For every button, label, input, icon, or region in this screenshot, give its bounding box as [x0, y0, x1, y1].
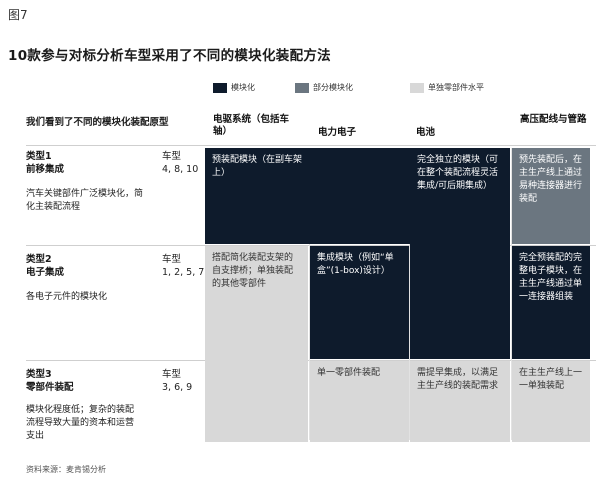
chart-title: 10款参与对标分析车型采用了不同的模块化装配方法 — [8, 48, 331, 64]
source-note: 资料来源：麦肯锡分析 — [26, 465, 106, 474]
figure-label: 图7 — [8, 8, 28, 22]
row-divider — [26, 360, 596, 361]
cell-text: 预装配模块（在副车架上） — [212, 155, 303, 178]
cell-hv-single: 在主生产线上一一单独装配 — [512, 361, 590, 442]
column-header-drive: 电驱系统（包括车轴） — [213, 114, 290, 137]
row-type-3: 类型3 零部件装配 — [26, 368, 74, 394]
models-label: 车型 — [162, 254, 182, 265]
row-models-3: 车型 3, 6, 9 — [162, 368, 192, 394]
models-value: 1, 2, 5, 7 — [162, 267, 205, 278]
column-header-high-voltage: 高压配线与管路 — [520, 114, 587, 125]
row-type-label: 类型2 — [26, 254, 52, 265]
row-models-2: 车型 1, 2, 5, 7 — [162, 253, 204, 279]
models-value: 3, 6, 9 — [162, 382, 193, 393]
cell-drive-simplified: 搭配简化装配支架的自支撑桥；单独装配的其他零部件 — [205, 246, 308, 442]
column-divider — [309, 148, 310, 440]
models-label: 车型 — [162, 151, 182, 162]
legend-item-partially-modular: 部分模块化 — [295, 82, 353, 93]
column-divider — [511, 148, 512, 440]
legend-swatch-modular — [213, 82, 227, 93]
legend-swatch-single-part — [410, 82, 424, 93]
cell-battery-independent: 完全独立的模块（可在整个装配流程灵活集成/可后期集成） — [410, 148, 510, 359]
models-label: 车型 — [162, 369, 182, 380]
row-type-name: 电子集成 — [26, 267, 65, 278]
cell-power-single: 单一零部件装配 — [310, 361, 409, 442]
row-type-1: 类型1 前移集成 — [26, 150, 64, 176]
row-header: 我们看到了不同的模块化装配原型 — [26, 117, 169, 128]
row-description-2: 各电子元件的模块化 — [26, 292, 108, 302]
row-description-3: 模块化程度低；复杂的装配流程导致大量的资本和运营支出 — [26, 405, 135, 441]
column-header-power-electronics: 电力电子 — [318, 127, 357, 138]
row-description-1: 汽车关键部件广泛模块化，简化主装配流程 — [26, 189, 144, 212]
row-type-label: 类型1 — [26, 151, 52, 162]
cell-hv-preassembled: 预先装配后，在主生产线上通过易种连接器进行装配 — [512, 148, 590, 244]
models-value: 4, 8, 10 — [162, 164, 199, 175]
row-divider — [26, 245, 596, 246]
column-header-battery: 电池 — [416, 127, 436, 138]
row-type-2: 类型2 电子集成 — [26, 253, 64, 279]
row-type-label: 类型3 — [26, 369, 52, 380]
cell-hv-electronics: 完全预装配的完整电子模块，在主生产线通过单一连接器组装 — [512, 246, 590, 359]
row-type-name: 前移集成 — [26, 164, 65, 175]
legend-label-modular: 模块化 — [231, 83, 255, 92]
cell-battery-semi: 需提早集成，以满足主生产线的装配需求 — [410, 361, 510, 442]
column-divider — [409, 148, 410, 440]
legend: 模块化 部分模块化 单独零部件水平 — [0, 82, 600, 96]
legend-label-partially-modular: 部分模块化 — [313, 83, 353, 92]
cell-power-integrated: 集成模块（例如“单盒”(1-box)设计） — [310, 246, 409, 359]
legend-item-single-part: 单独零部件水平 — [410, 82, 484, 93]
legend-label-single-part: 单独零部件水平 — [428, 83, 484, 92]
legend-swatch-partially-modular — [295, 82, 309, 93]
row-models-1: 车型 4, 8, 10 — [162, 150, 198, 176]
row-type-name: 零部件装配 — [26, 382, 74, 393]
legend-item-modular: 模块化 — [213, 82, 255, 93]
row-divider — [26, 145, 596, 146]
